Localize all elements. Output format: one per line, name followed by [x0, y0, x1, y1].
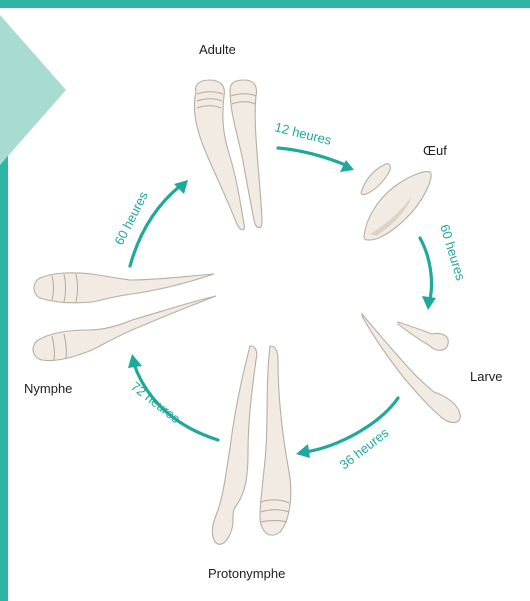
stage-label-adult: Adulte [199, 42, 236, 57]
arrow-adult-to-egg [278, 148, 354, 172]
stage-label-egg: Œuf [423, 143, 447, 158]
duration-label-nymph-to-adult: 60 heures [111, 189, 151, 248]
nymph-illustration [33, 273, 216, 361]
duration-label-egg-to-larva: 60 heures [437, 222, 468, 282]
protonymph-illustration [212, 346, 290, 544]
egg-illustration [361, 164, 431, 240]
stage-label-protonymph: Protonymphe [208, 566, 285, 581]
duration-label-protonymph-to-nymph: 72 heures [128, 379, 183, 427]
stage-label-larva: Larve [470, 369, 503, 384]
duration-label-larva-to-protonymph: 36 heures [337, 425, 392, 473]
duration-label-adult-to-egg: 12 heures [273, 119, 333, 148]
larva-illustration [362, 314, 460, 423]
arrow-egg-to-larva [420, 238, 436, 310]
stage-label-nymph: Nymphe [24, 381, 72, 396]
adult-illustration [194, 80, 262, 230]
